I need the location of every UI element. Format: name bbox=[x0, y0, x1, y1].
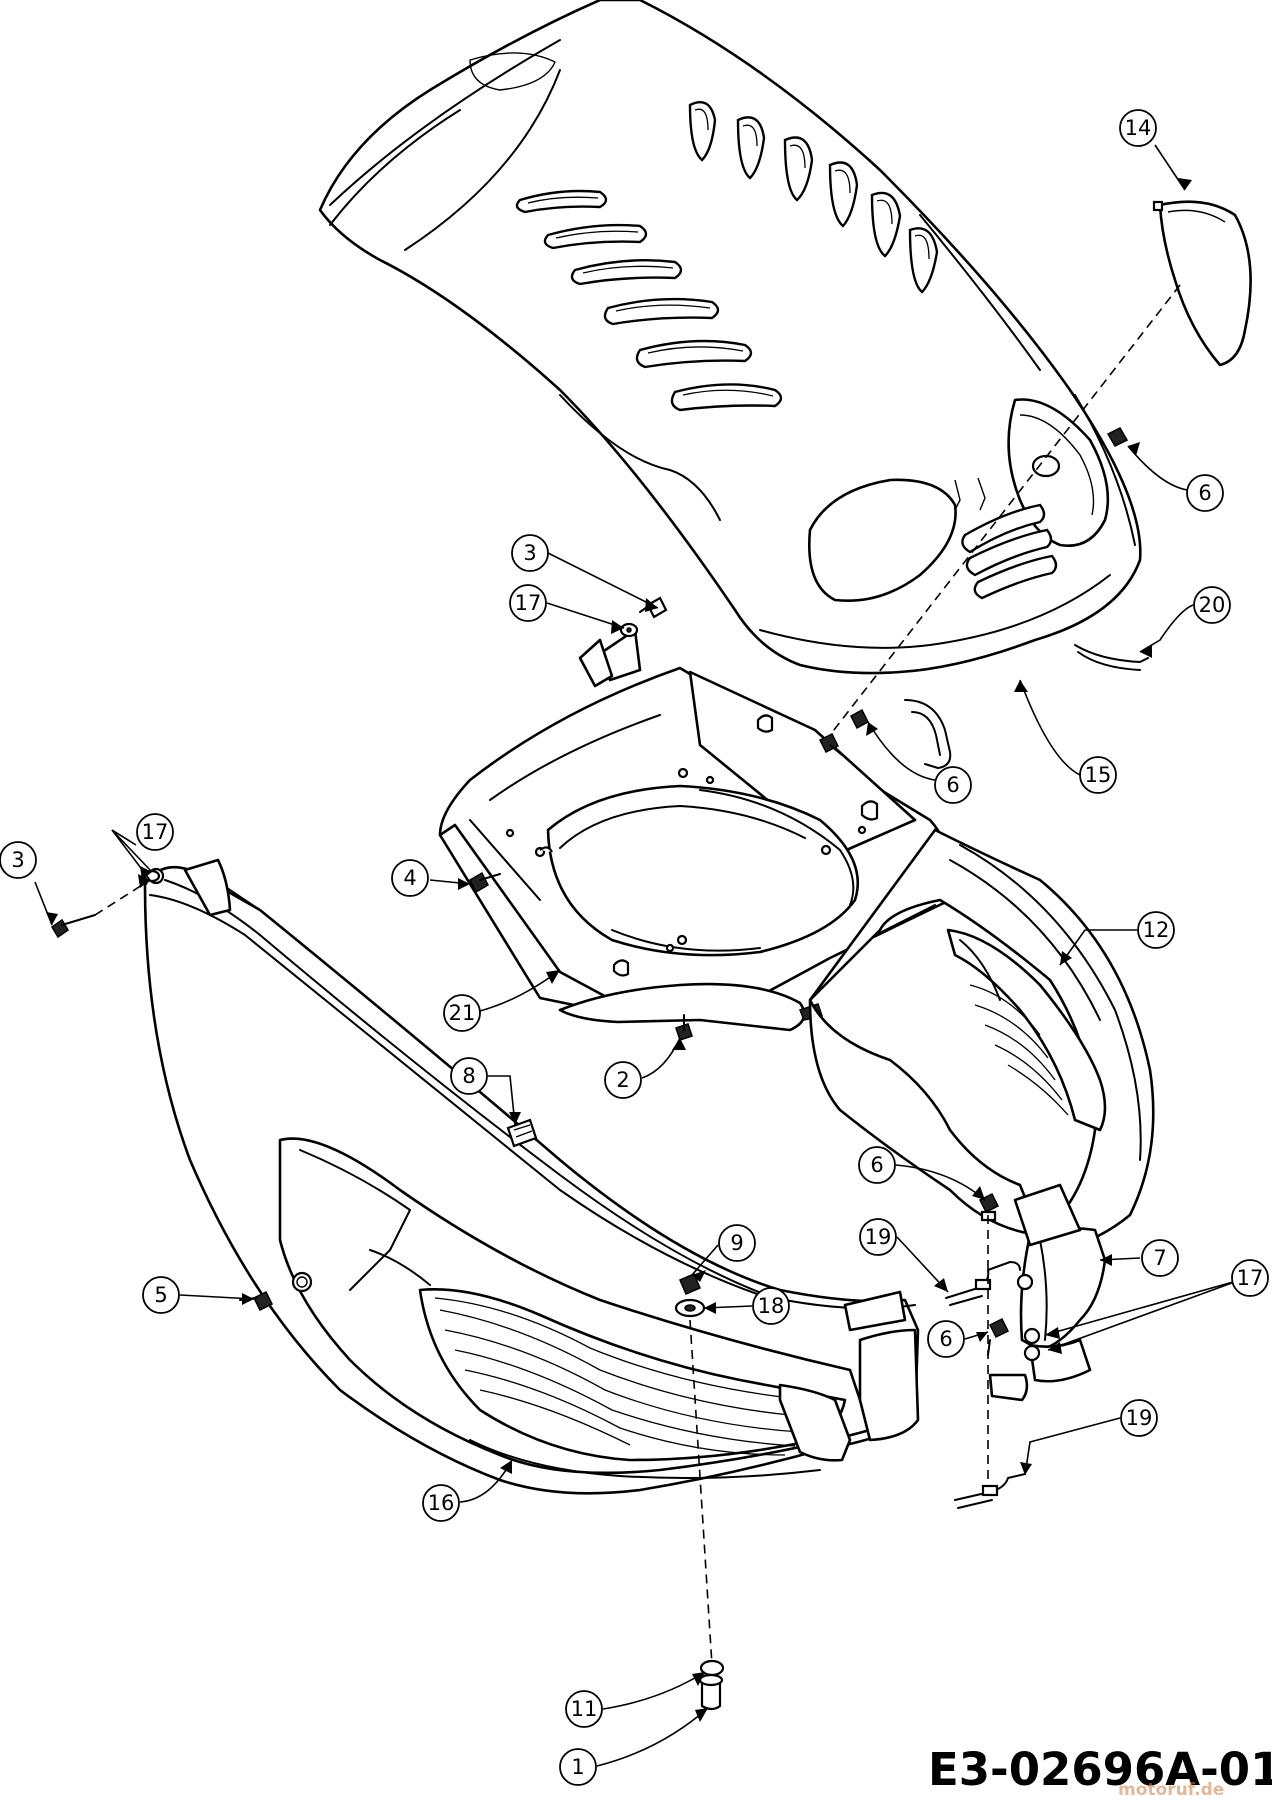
leader-arrowheads bbox=[46, 178, 1192, 1722]
callout-21: 21 bbox=[443, 994, 481, 1032]
clip-part-8 bbox=[506, 1118, 538, 1148]
callout-11: 11 bbox=[565, 1690, 603, 1728]
svg-text:7: 7 bbox=[1153, 1246, 1166, 1270]
hood-hinge-rod bbox=[904, 699, 952, 769]
callout-8: 8 bbox=[450, 1057, 488, 1095]
svg-text:2: 2 bbox=[616, 1068, 629, 1092]
side-panel-part-12 bbox=[808, 828, 1155, 1252]
svg-text:14: 14 bbox=[1125, 116, 1152, 140]
svg-text:1: 1 bbox=[571, 1755, 584, 1779]
screw-part-3-left bbox=[50, 914, 96, 939]
svg-text:15: 15 bbox=[1085, 763, 1112, 787]
assembly-line-lens bbox=[829, 284, 1181, 736]
svg-text:6: 6 bbox=[870, 1153, 883, 1177]
callout-6: 6 bbox=[934, 766, 972, 804]
callout-3: 3 bbox=[0, 841, 37, 879]
callout-2: 2 bbox=[604, 1061, 642, 1099]
svg-text:20: 20 bbox=[1199, 593, 1226, 617]
callout-18: 18 bbox=[752, 1287, 790, 1325]
nut-part-6-mid bbox=[978, 1192, 1000, 1222]
callout-17: 17 bbox=[509, 584, 547, 622]
svg-text:6: 6 bbox=[939, 1327, 952, 1351]
drawing-code: E3-02696A-01 bbox=[928, 1743, 1272, 1796]
svg-text:12: 12 bbox=[1143, 918, 1170, 942]
washer-part-18 bbox=[674, 1298, 706, 1318]
svg-text:3: 3 bbox=[11, 848, 24, 872]
callout-12: 12 bbox=[1137, 911, 1175, 949]
washer-part-17-upper bbox=[619, 622, 639, 638]
callout-17: 17 bbox=[136, 813, 174, 851]
screw-part-2 bbox=[675, 1014, 693, 1041]
callout-6: 6 bbox=[1186, 474, 1224, 512]
hood-part bbox=[318, 0, 1142, 675]
hinge-pin-part-19-upper bbox=[945, 1261, 1021, 1306]
hinge-pin-part-19-lower bbox=[954, 1473, 1026, 1509]
callout-14: 14 bbox=[1119, 109, 1157, 147]
svg-text:17: 17 bbox=[1237, 1266, 1264, 1290]
callout-1: 1 bbox=[559, 1748, 597, 1786]
watermark: motoruf.de bbox=[1118, 1780, 1224, 1800]
nut-part-6-top-right bbox=[1106, 427, 1129, 447]
svg-text:19: 19 bbox=[865, 1225, 892, 1249]
bolt-part-1 bbox=[698, 1673, 724, 1711]
svg-text:5: 5 bbox=[154, 1283, 167, 1307]
dash-panel-part-21 bbox=[438, 628, 954, 1032]
svg-text:6: 6 bbox=[946, 773, 959, 797]
callout-5: 5 bbox=[142, 1276, 180, 1314]
svg-text:9: 9 bbox=[730, 1231, 743, 1255]
rod-part-20 bbox=[1074, 644, 1149, 671]
callout-6: 6 bbox=[858, 1146, 896, 1184]
svg-text:8: 8 bbox=[462, 1064, 475, 1088]
nut-part-6-lower bbox=[987, 1317, 1010, 1356]
callout-3: 3 bbox=[511, 534, 549, 572]
lens-part-14 bbox=[1152, 200, 1252, 367]
svg-text:17: 17 bbox=[515, 591, 542, 615]
callout-19: 19 bbox=[1120, 1399, 1158, 1437]
nut-part-6-under-hood bbox=[818, 708, 869, 756]
nut-part-9 bbox=[679, 1273, 701, 1295]
svg-text:16: 16 bbox=[428, 1491, 455, 1515]
svg-text:4: 4 bbox=[403, 866, 416, 890]
svg-text:3: 3 bbox=[523, 541, 536, 565]
svg-text:17: 17 bbox=[142, 820, 169, 844]
screw-part-4 bbox=[469, 871, 501, 894]
callout-20: 20 bbox=[1193, 586, 1231, 624]
lower-shroud-part-16 bbox=[143, 858, 920, 1495]
callout-19: 19 bbox=[859, 1218, 897, 1256]
svg-text:19: 19 bbox=[1126, 1406, 1153, 1430]
assembly-line-left-screw bbox=[94, 879, 151, 916]
svg-text:11: 11 bbox=[571, 1697, 598, 1721]
hinge-bracket-part-7 bbox=[988, 1183, 1107, 1402]
callout-7: 7 bbox=[1141, 1239, 1179, 1277]
callout-17: 17 bbox=[1231, 1259, 1269, 1297]
callout-16: 16 bbox=[422, 1484, 460, 1522]
svg-text:21: 21 bbox=[449, 1001, 476, 1025]
callout-4: 4 bbox=[391, 859, 429, 897]
svg-text:6: 6 bbox=[1198, 481, 1211, 505]
svg-text:18: 18 bbox=[758, 1294, 785, 1318]
assembly-line-bottom bbox=[689, 1319, 713, 1666]
callout-9: 9 bbox=[718, 1224, 756, 1262]
callout-6: 6 bbox=[927, 1320, 965, 1358]
callout-15: 15 bbox=[1079, 756, 1117, 794]
